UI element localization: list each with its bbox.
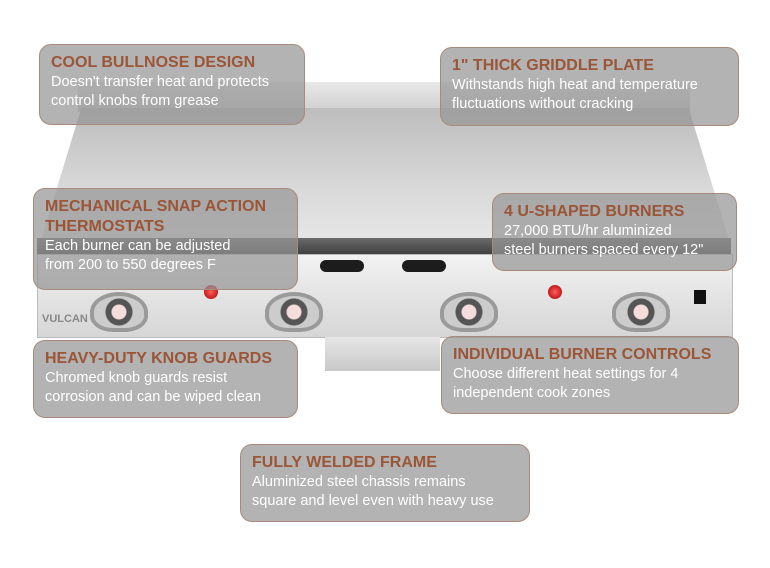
burner-slot bbox=[320, 260, 364, 272]
callout-text: Withstands high heat and temperature bbox=[452, 77, 698, 93]
burner-slot bbox=[402, 260, 446, 272]
callout-burners: 4 U-SHAPED BURNERS 27,000 BTU/hr alumini… bbox=[492, 193, 737, 271]
callout-text: Choose different heat settings for 4 bbox=[453, 366, 679, 382]
callout-bullnose: COOL BULLNOSE DESIGN Doesn't transfer he… bbox=[39, 44, 305, 125]
callout-title: INDIVIDUAL BURNER CONTROLS bbox=[453, 346, 712, 363]
callout-text: square and level even with heavy use bbox=[252, 493, 494, 509]
callout-text: independent cook zones bbox=[453, 385, 611, 401]
callout-title: MECHANICAL SNAP ACTION THERMOSTATS bbox=[45, 198, 267, 235]
callout-text: corrosion and can be wiped clean bbox=[45, 389, 262, 405]
control-knob bbox=[440, 292, 498, 332]
callout-title: 1" THICK GRIDDLE PLATE bbox=[452, 57, 654, 74]
callout-text: Doesn't transfer heat and protects bbox=[51, 74, 269, 90]
callout-title: 4 U-SHAPED BURNERS bbox=[504, 203, 685, 220]
control-knob bbox=[265, 292, 323, 332]
callout-title: HEAVY-DUTY KNOB GUARDS bbox=[45, 350, 272, 367]
callout-welded-frame: FULLY WELDED FRAME Aluminized steel chas… bbox=[240, 444, 530, 522]
callout-thermostats: MECHANICAL SNAP ACTION THERMOSTATS Each … bbox=[33, 188, 298, 290]
control-knob bbox=[612, 292, 670, 332]
callout-knob-guards: HEAVY-DUTY KNOB GUARDS Chromed knob guar… bbox=[33, 340, 298, 418]
callout-text: Each burner can be adjusted bbox=[45, 238, 231, 254]
callout-burner-controls: INDIVIDUAL BURNER CONTROLS Choose differ… bbox=[441, 336, 739, 414]
power-switch bbox=[694, 290, 706, 304]
callout-title: FULLY WELDED FRAME bbox=[252, 454, 437, 471]
callout-text: 27,000 BTU/hr aluminized bbox=[504, 223, 672, 239]
callout-text: steel burners spaced every 12" bbox=[504, 242, 704, 258]
griddle-base bbox=[325, 337, 440, 371]
callout-text: control knobs from grease bbox=[51, 93, 219, 109]
pilot-light bbox=[548, 285, 562, 299]
callout-griddle-plate: 1" THICK GRIDDLE PLATE Withstands high h… bbox=[440, 47, 739, 126]
callout-text: Chromed knob guards resist bbox=[45, 370, 228, 386]
brand-logo: VULCAN bbox=[42, 313, 88, 325]
callout-text: fluctuations without cracking bbox=[452, 96, 634, 112]
callout-text: from 200 to 550 degrees F bbox=[45, 257, 216, 273]
callout-text: Aluminized steel chassis remains bbox=[252, 474, 466, 490]
control-knob bbox=[90, 292, 148, 332]
callout-title: COOL BULLNOSE DESIGN bbox=[51, 54, 256, 71]
